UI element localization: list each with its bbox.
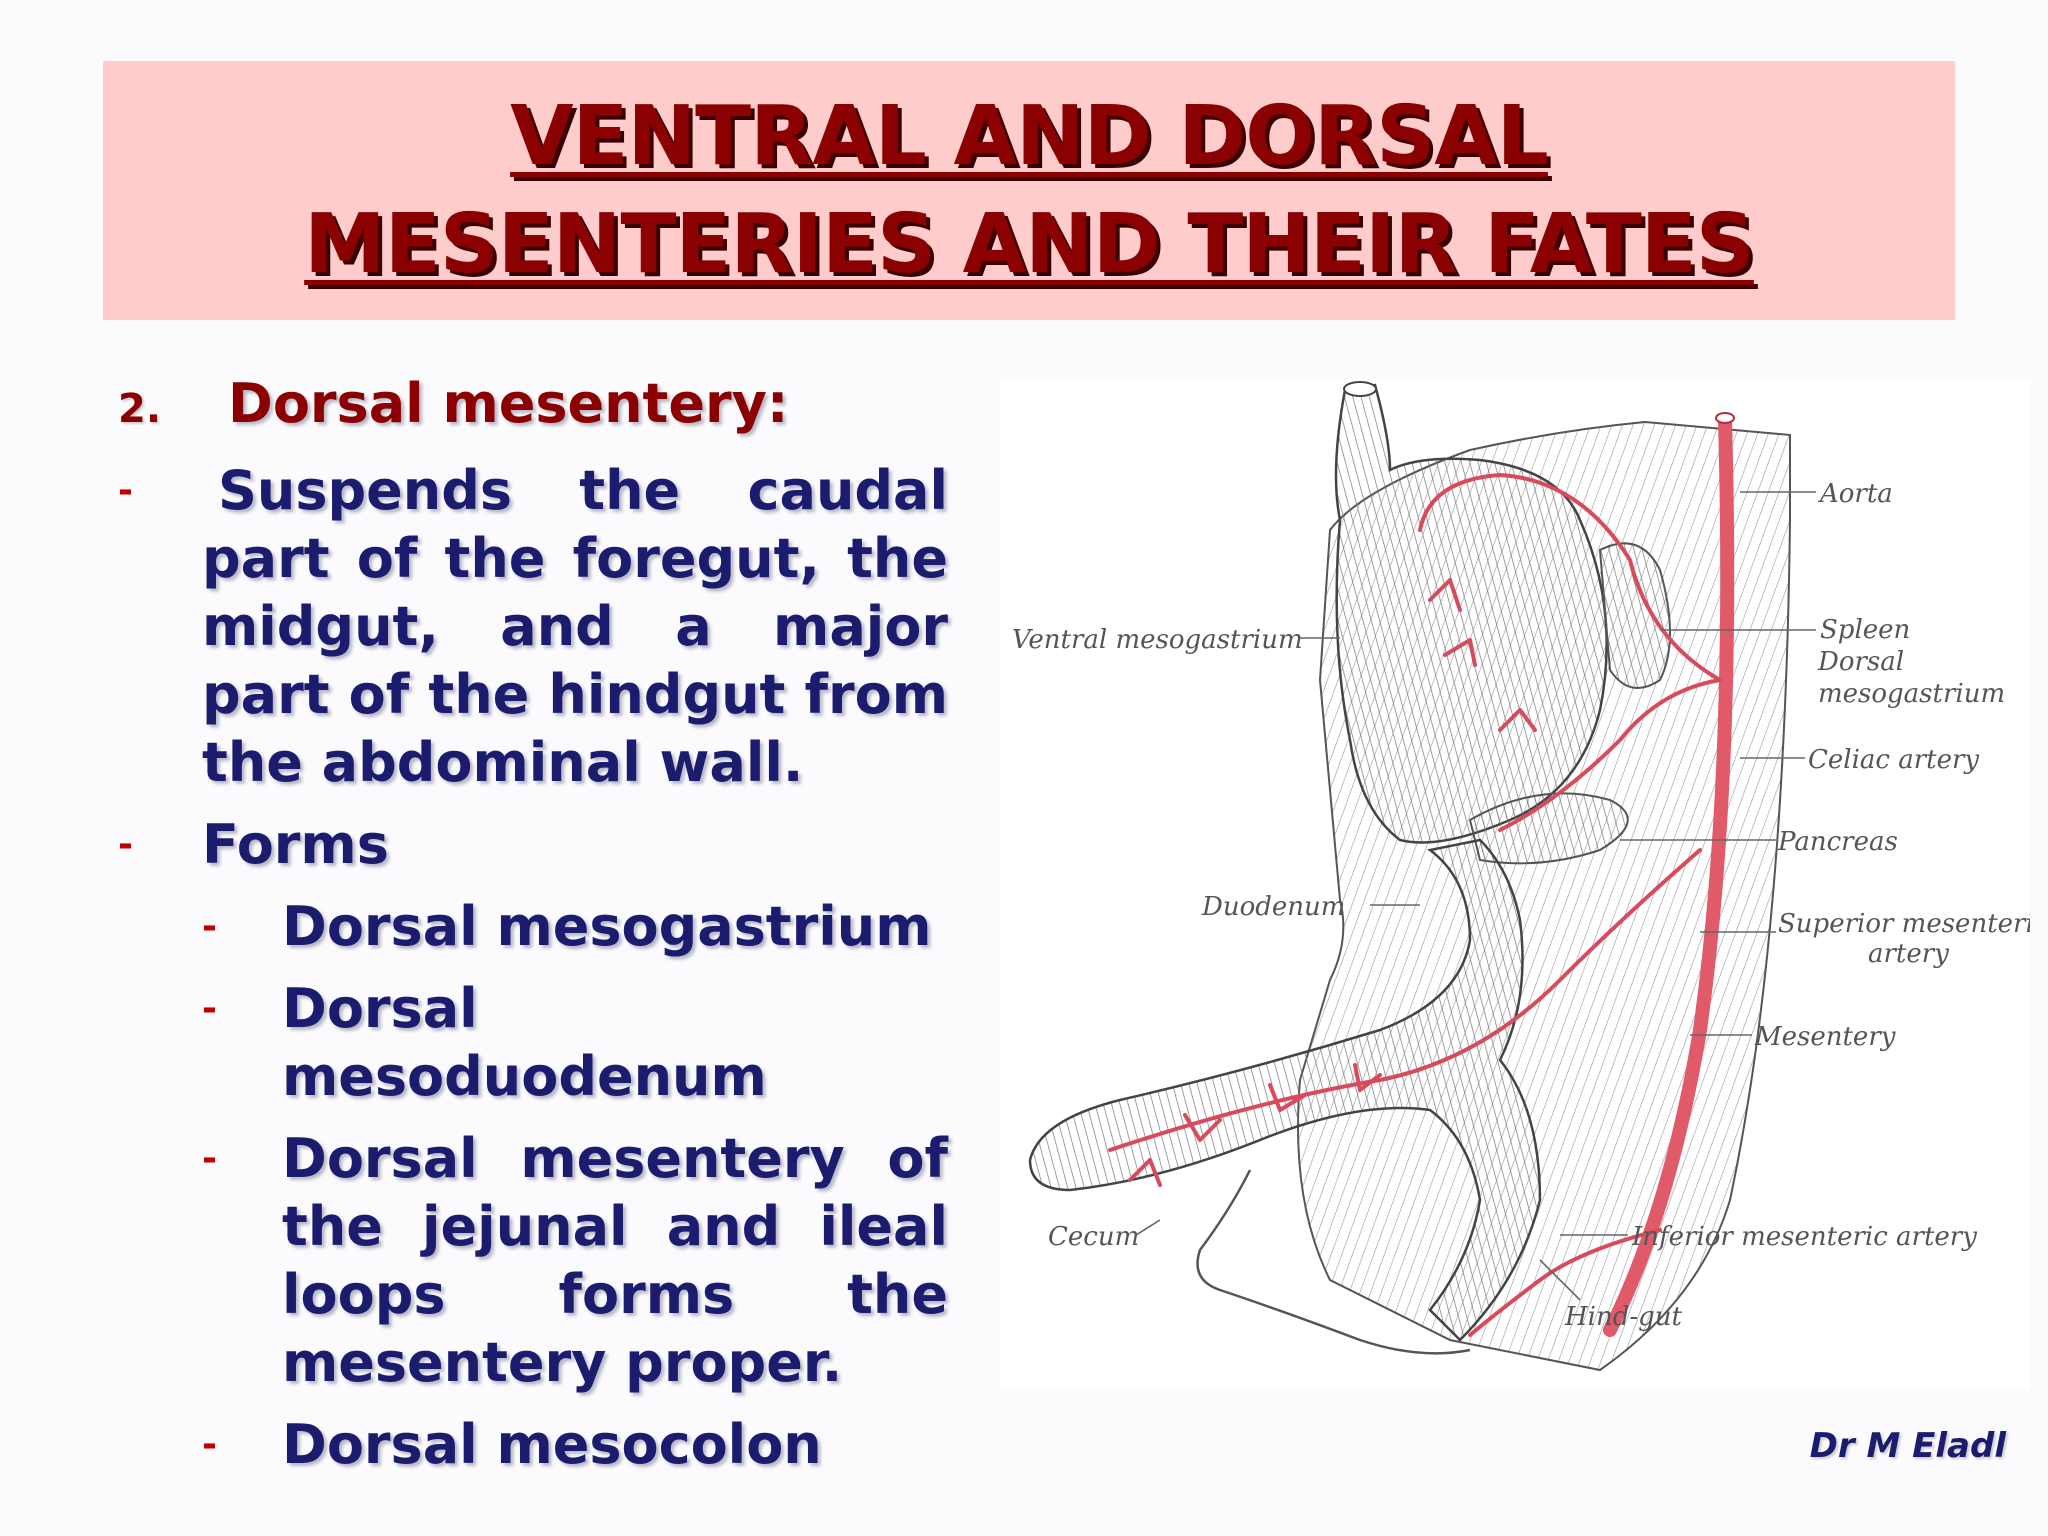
bullet-text-suspends: Suspends the caudal part of the foregut,… <box>202 459 948 794</box>
dash-marker: - <box>202 906 217 947</box>
label-pancreas: Pancreas <box>1777 827 1898 857</box>
text-content: 2. Dorsal mesentery: - Suspends the caud… <box>118 370 948 1493</box>
label-superior-mesenteric-2: artery <box>1868 939 1949 969</box>
leader-lines <box>1135 491 1816 1301</box>
sub-item: - Dorsal mesoduodenum <box>202 975 948 1111</box>
label-spleen: Spleen <box>1820 615 1910 645</box>
bullet-item: - Forms <box>118 811 948 879</box>
label-duodenum: Duodenum <box>1201 892 1345 922</box>
section-title: Dorsal mesentery: <box>228 372 789 435</box>
label-inferior-mesenteric-artery: Inferior mesenteric artery <box>1631 1222 1977 1252</box>
pancreas-shape <box>1468 792 1629 865</box>
bullet-text-forms: Forms <box>202 813 389 876</box>
section-heading: 2. Dorsal mesentery: <box>118 370 948 443</box>
author-credit: Dr M Eladl <box>1809 1426 2006 1466</box>
label-cecum: Cecum <box>1048 1222 1139 1252</box>
label-ventral-mesogastrium: Ventral mesogastrium <box>1012 625 1303 655</box>
sub-item-text: Dorsal mesoduodenum <box>282 977 767 1108</box>
title-banner: VENTRAL AND DORSAL MESENTERIES AND THEIR… <box>103 61 1955 320</box>
bullet-item: - Suspends the caudal part of the foregu… <box>118 457 948 797</box>
esophagus-opening-icon <box>1343 381 1377 397</box>
aorta-opening-icon <box>1715 412 1735 424</box>
dash-marker: - <box>202 988 217 1029</box>
label-dorsal-mesogastrium-1: Dorsal <box>1817 647 1904 677</box>
label-celiac-artery: Celiac artery <box>1808 745 1979 775</box>
intestinal-loop <box>1028 838 1542 1342</box>
sub-item: - Dorsal mesogastrium <box>202 893 948 961</box>
sub-item: - Dorsal mesentery of the jejunal and il… <box>202 1125 948 1397</box>
label-aorta: Aorta <box>1818 479 1893 509</box>
arteries <box>1108 472 1722 1337</box>
sub-item-text: Dorsal mesogastrium <box>282 895 932 958</box>
dash-marker: - <box>118 824 133 865</box>
label-dorsal-mesogastrium-2: mesogastrium <box>1818 679 2005 709</box>
cecum-shape <box>1196 1169 1471 1355</box>
dash-marker: - <box>202 1424 217 1465</box>
label-hindgut: Hind-gut <box>1564 1302 1683 1332</box>
sub-item-text: Dorsal mesocolon <box>282 1413 822 1476</box>
dash-marker: - <box>202 1138 217 1179</box>
label-superior-mesenteric-1: Superior mesenteric <box>1778 909 2030 939</box>
stomach-shape <box>1334 383 1608 844</box>
anatomy-svg: Aorta Ventral mesogastrium Spleen Dorsal… <box>1012 381 2030 1372</box>
page-title-line-1: VENTRAL AND DORSAL <box>510 88 1549 184</box>
anatomy-illustration: Aorta Ventral mesogastrium Spleen Dorsal… <box>1000 380 2030 1390</box>
sub-item: - Dorsal mesocolon <box>202 1411 948 1479</box>
sub-item-text: Dorsal mesentery of the jejunal and ilea… <box>282 1127 948 1394</box>
page-title-line-2: MESENTERIES AND THEIR FATES <box>304 196 1755 292</box>
section-number: 2. <box>118 386 162 432</box>
label-mesentery: Mesentery <box>1754 1022 1896 1052</box>
dash-marker: - <box>118 470 133 511</box>
